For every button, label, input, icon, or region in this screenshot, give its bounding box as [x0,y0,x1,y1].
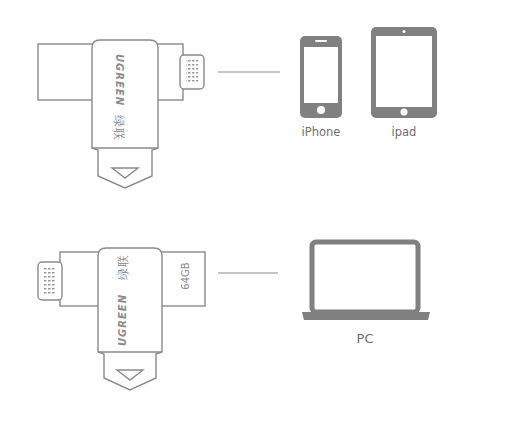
connector-line [218,72,280,73]
device-icon: iPhone [280,30,362,142]
swivel-cover [98,248,162,390]
brand-name: 绿联 [113,115,125,141]
device-label: iPhone [302,127,341,139]
flash-drive [38,248,205,390]
connector-pins [44,268,56,294]
device-icon: PC [278,234,452,348]
swivel-edge [98,351,162,352]
connector-pins [186,60,198,84]
iphone-icon [300,36,342,118]
ipad-icon [371,27,437,118]
lightning-connector [180,55,204,89]
flash-drive: UGREEN 绿联 64GB [34,244,218,394]
device-icon: ipad [366,22,442,142]
brand-logo: UGREEN [114,54,124,106]
lightning-connector [38,262,62,300]
brand-logo: UGREEN [118,294,128,346]
keyring-hole [117,370,143,380]
swivel-edge [92,147,158,148]
brand-name: 绿联 [117,254,129,280]
flash-drive: UGREEN 绿联 [34,36,218,190]
device-label: ipad [392,127,417,139]
keyring-hole [112,168,138,178]
flash-drive [38,40,204,188]
swivel-cover [92,40,158,188]
connector-line [218,273,278,274]
capacity-label: 64GB [181,262,191,289]
laptop-icon [302,242,430,320]
device-label: PC [357,332,374,345]
